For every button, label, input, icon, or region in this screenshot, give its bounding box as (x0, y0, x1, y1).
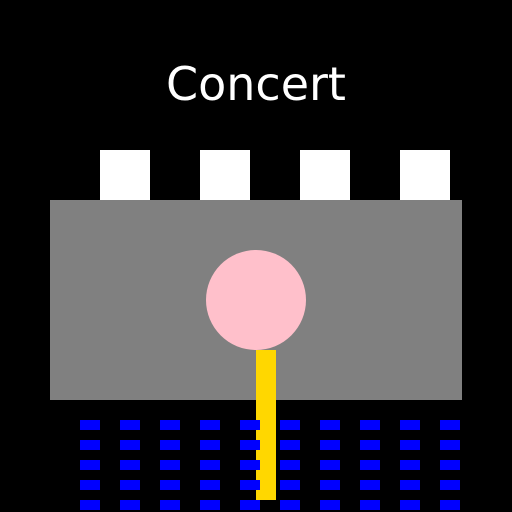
spotlight (300, 150, 350, 200)
audience-seat (80, 460, 100, 470)
audience-seat (320, 480, 340, 490)
audience-seat (320, 440, 340, 450)
audience-seat (440, 440, 460, 450)
audience-seat (400, 440, 420, 450)
audience-seat (320, 500, 340, 510)
audience-seat (120, 420, 140, 430)
audience-seat (120, 460, 140, 470)
audience-seat (440, 480, 460, 490)
audience-seat (160, 440, 180, 450)
audience-seat (240, 500, 260, 510)
audience-seat (160, 500, 180, 510)
audience-seat (200, 440, 220, 450)
audience-seat (160, 460, 180, 470)
audience-seat (80, 440, 100, 450)
audience-seat (280, 500, 300, 510)
audience-seat (160, 480, 180, 490)
spotlight (400, 150, 450, 200)
audience-seat (440, 500, 460, 510)
audience-seat (440, 420, 460, 430)
performer-head (206, 250, 306, 350)
audience-seat (400, 460, 420, 470)
audience-seat (440, 460, 460, 470)
audience-seat (360, 500, 380, 510)
audience-seat (200, 500, 220, 510)
audience-seat (280, 460, 300, 470)
audience-seat (120, 440, 140, 450)
spotlight (200, 150, 250, 200)
audience-seat (400, 420, 420, 430)
mic-stand (256, 350, 276, 500)
audience-seat (80, 480, 100, 490)
audience-seat (240, 440, 260, 450)
audience-seat (80, 420, 100, 430)
audience-seat (120, 480, 140, 490)
audience-seat (200, 460, 220, 470)
spotlight (100, 150, 150, 200)
audience-seat (160, 420, 180, 430)
audience-seat (240, 460, 260, 470)
audience-seat (200, 420, 220, 430)
audience-seat (280, 420, 300, 430)
audience-seat (280, 480, 300, 490)
audience-seat (240, 480, 260, 490)
audience-seat (400, 480, 420, 490)
audience-seat (240, 420, 260, 430)
audience-seat (360, 460, 380, 470)
audience-seat (320, 420, 340, 430)
audience-seat (280, 440, 300, 450)
audience-seat (80, 500, 100, 510)
audience-seat (360, 480, 380, 490)
audience-seat (360, 440, 380, 450)
audience-seat (400, 500, 420, 510)
audience-seat (120, 500, 140, 510)
audience-seat (320, 460, 340, 470)
audience-seat (360, 420, 380, 430)
page-title: Concert (166, 57, 346, 111)
audience-seat (200, 480, 220, 490)
